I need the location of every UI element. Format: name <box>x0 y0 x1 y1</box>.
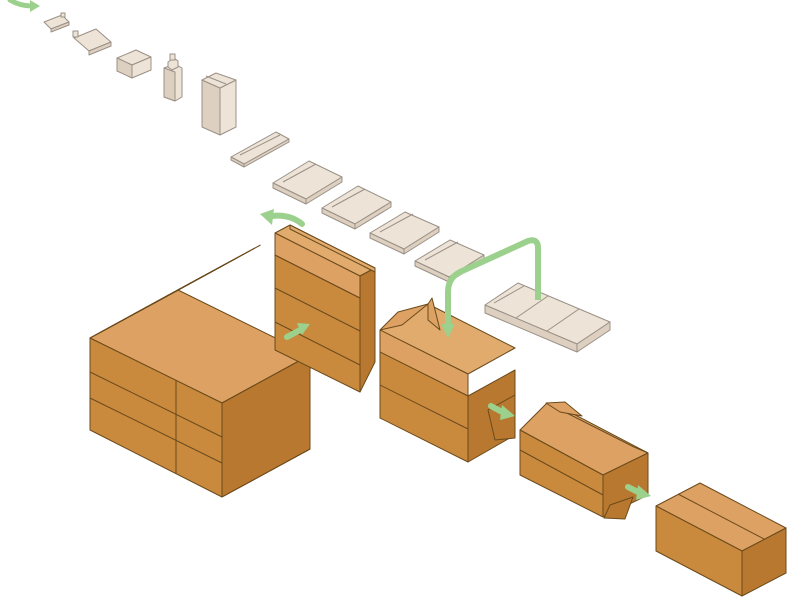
flow-arrow-icon <box>260 209 305 227</box>
tall-bag <box>201 72 237 136</box>
flat-pouch <box>230 131 290 168</box>
flat-carton-blank-stack <box>89 244 311 498</box>
pillow-pack-4 <box>414 239 485 283</box>
sealed-carton <box>655 482 787 597</box>
flow-arrow-icon <box>625 484 651 500</box>
pillow-pack-3 <box>369 211 440 255</box>
spout-pouch <box>72 28 112 56</box>
bottle <box>163 53 183 102</box>
pillow-pack-1 <box>272 160 343 205</box>
flow-arrows <box>7 0 651 500</box>
packages-row <box>43 12 611 353</box>
closing-carton <box>519 401 649 520</box>
small-pouch <box>43 12 70 33</box>
small-carton <box>116 49 152 79</box>
flow-arrow-icon <box>488 403 515 420</box>
pillow-pack-2 <box>321 185 392 230</box>
flow-arrow-icon <box>441 237 541 338</box>
flow-arrow-icon <box>7 0 40 12</box>
erected-carton <box>274 224 376 393</box>
open-carton-filling <box>379 297 516 463</box>
grouped-packs <box>484 282 611 353</box>
flow-arrow-icon <box>284 323 310 340</box>
blank-sheet-top-edge <box>172 244 261 294</box>
